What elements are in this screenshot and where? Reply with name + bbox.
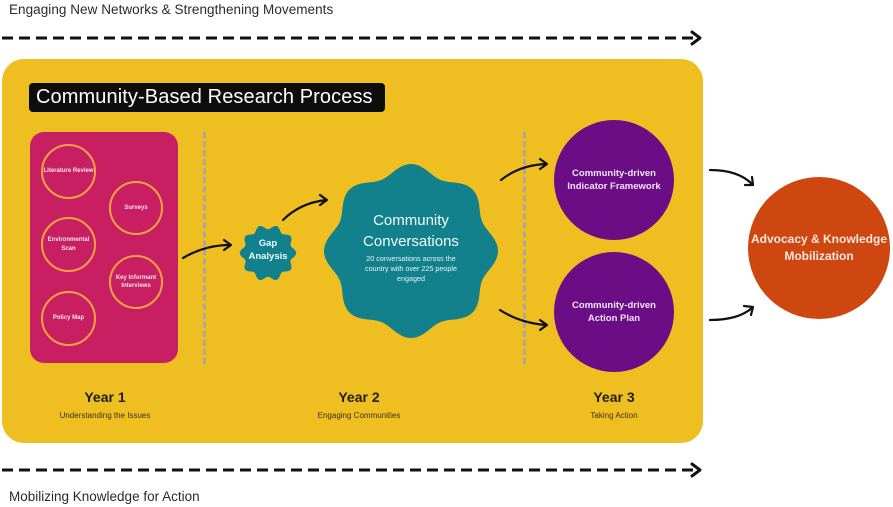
dashed-flow-arrow-top bbox=[2, 30, 702, 46]
gap-analysis-shape bbox=[239, 226, 297, 280]
arrow-indicator-to-advocacy bbox=[708, 168, 755, 187]
community-conversations-shape bbox=[324, 164, 498, 338]
indicator-framework-circle: Community-driven Indicator Framework bbox=[554, 120, 674, 240]
top-caption: Engaging New Networks & Strengthening Mo… bbox=[9, 2, 334, 17]
method-environmental-scan: Environmental Scan bbox=[41, 217, 96, 272]
gap-analysis-label: Gap Analysis bbox=[248, 238, 288, 262]
year3-title: Year 3 bbox=[593, 389, 635, 405]
dashed-flow-arrow-bottom bbox=[2, 462, 702, 478]
year-divider-2 bbox=[523, 132, 526, 364]
method-surveys: Surveys bbox=[109, 181, 163, 235]
advocacy-knowledge-mobilization-circle: Advocacy & Knowledge Mobilization bbox=[748, 177, 890, 319]
method-literature-review: Literature Review bbox=[41, 144, 96, 199]
bottom-caption: Mobilizing Knowledge for Action bbox=[9, 489, 200, 504]
year2-title: Year 2 bbox=[338, 389, 380, 405]
method-policy-map: Policy Map bbox=[41, 291, 96, 346]
year1-label-group: Year 1 Understanding the Issues bbox=[25, 388, 185, 423]
year3-subtitle: Taking Action bbox=[590, 411, 638, 420]
year2-subtitle: Engaging Communities bbox=[317, 411, 401, 420]
arrow-action-plan-to-advocacy bbox=[708, 304, 755, 322]
year2-label-group: Year 2 Engaging Communities bbox=[279, 388, 439, 423]
year1-subtitle: Understanding the Issues bbox=[59, 411, 151, 420]
community-conversations-title: Community Conversations bbox=[363, 212, 459, 250]
year-divider-1 bbox=[203, 132, 206, 364]
panel-title: Community-Based Research Process bbox=[29, 83, 385, 112]
action-plan-circle: Community-driven Action Plan bbox=[554, 252, 674, 372]
year1-title: Year 1 bbox=[84, 389, 126, 405]
year3-label-group: Year 3 Taking Action bbox=[534, 388, 694, 423]
method-key-informant-interviews: Key Informant Interviews bbox=[109, 255, 163, 309]
community-conversations-description: 20 conversations across the country with… bbox=[365, 254, 457, 283]
